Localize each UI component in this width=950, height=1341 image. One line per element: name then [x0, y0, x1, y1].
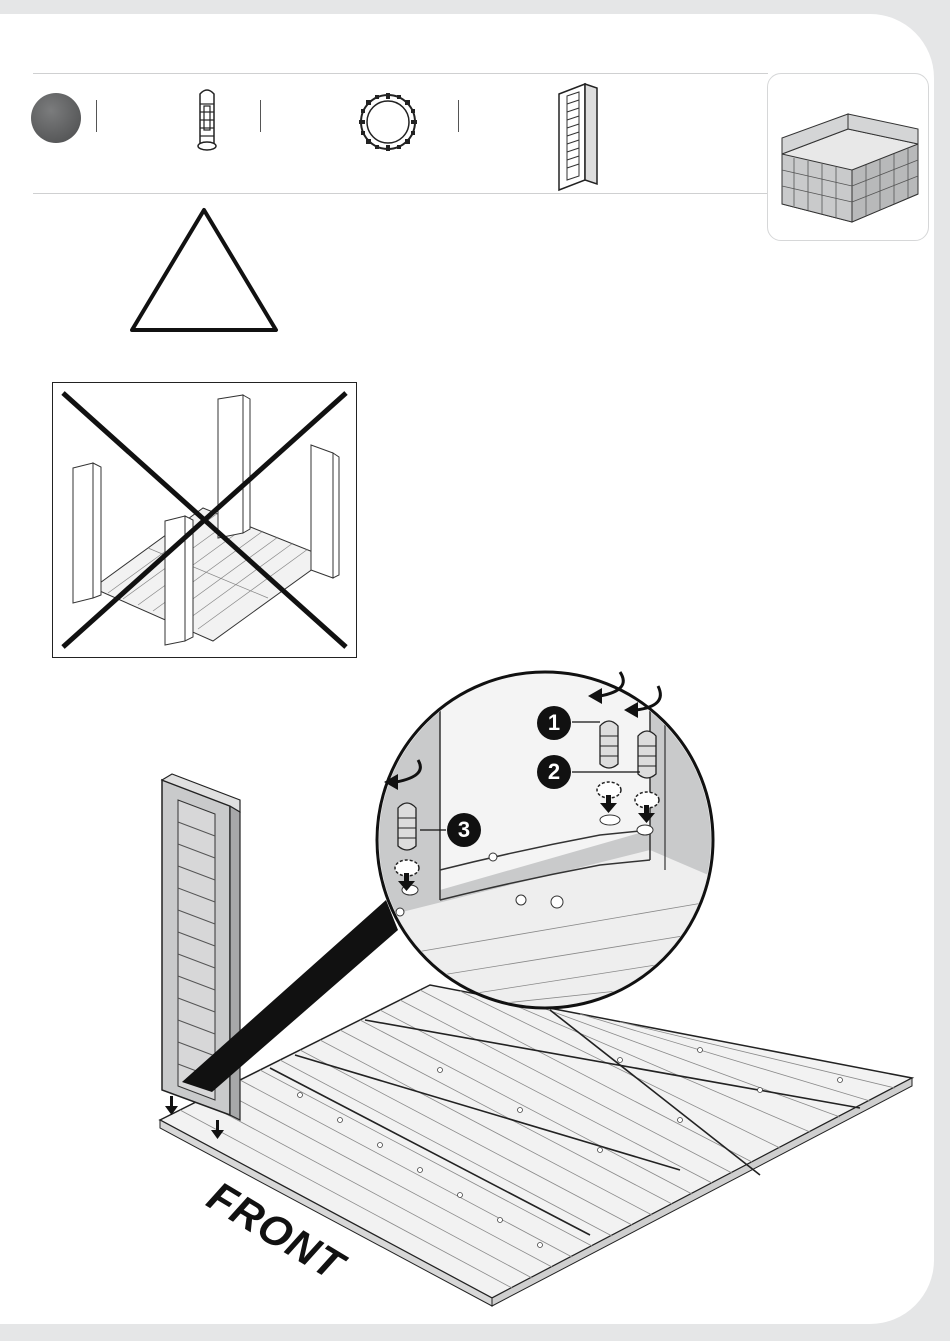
connector-pin-icon	[600, 721, 618, 768]
callout-2: 2	[537, 755, 571, 789]
connector-pin-icon	[398, 803, 416, 850]
connector-pin-icon	[638, 731, 656, 778]
callout-3: 3	[447, 813, 481, 847]
callout-1: 1	[537, 706, 571, 740]
